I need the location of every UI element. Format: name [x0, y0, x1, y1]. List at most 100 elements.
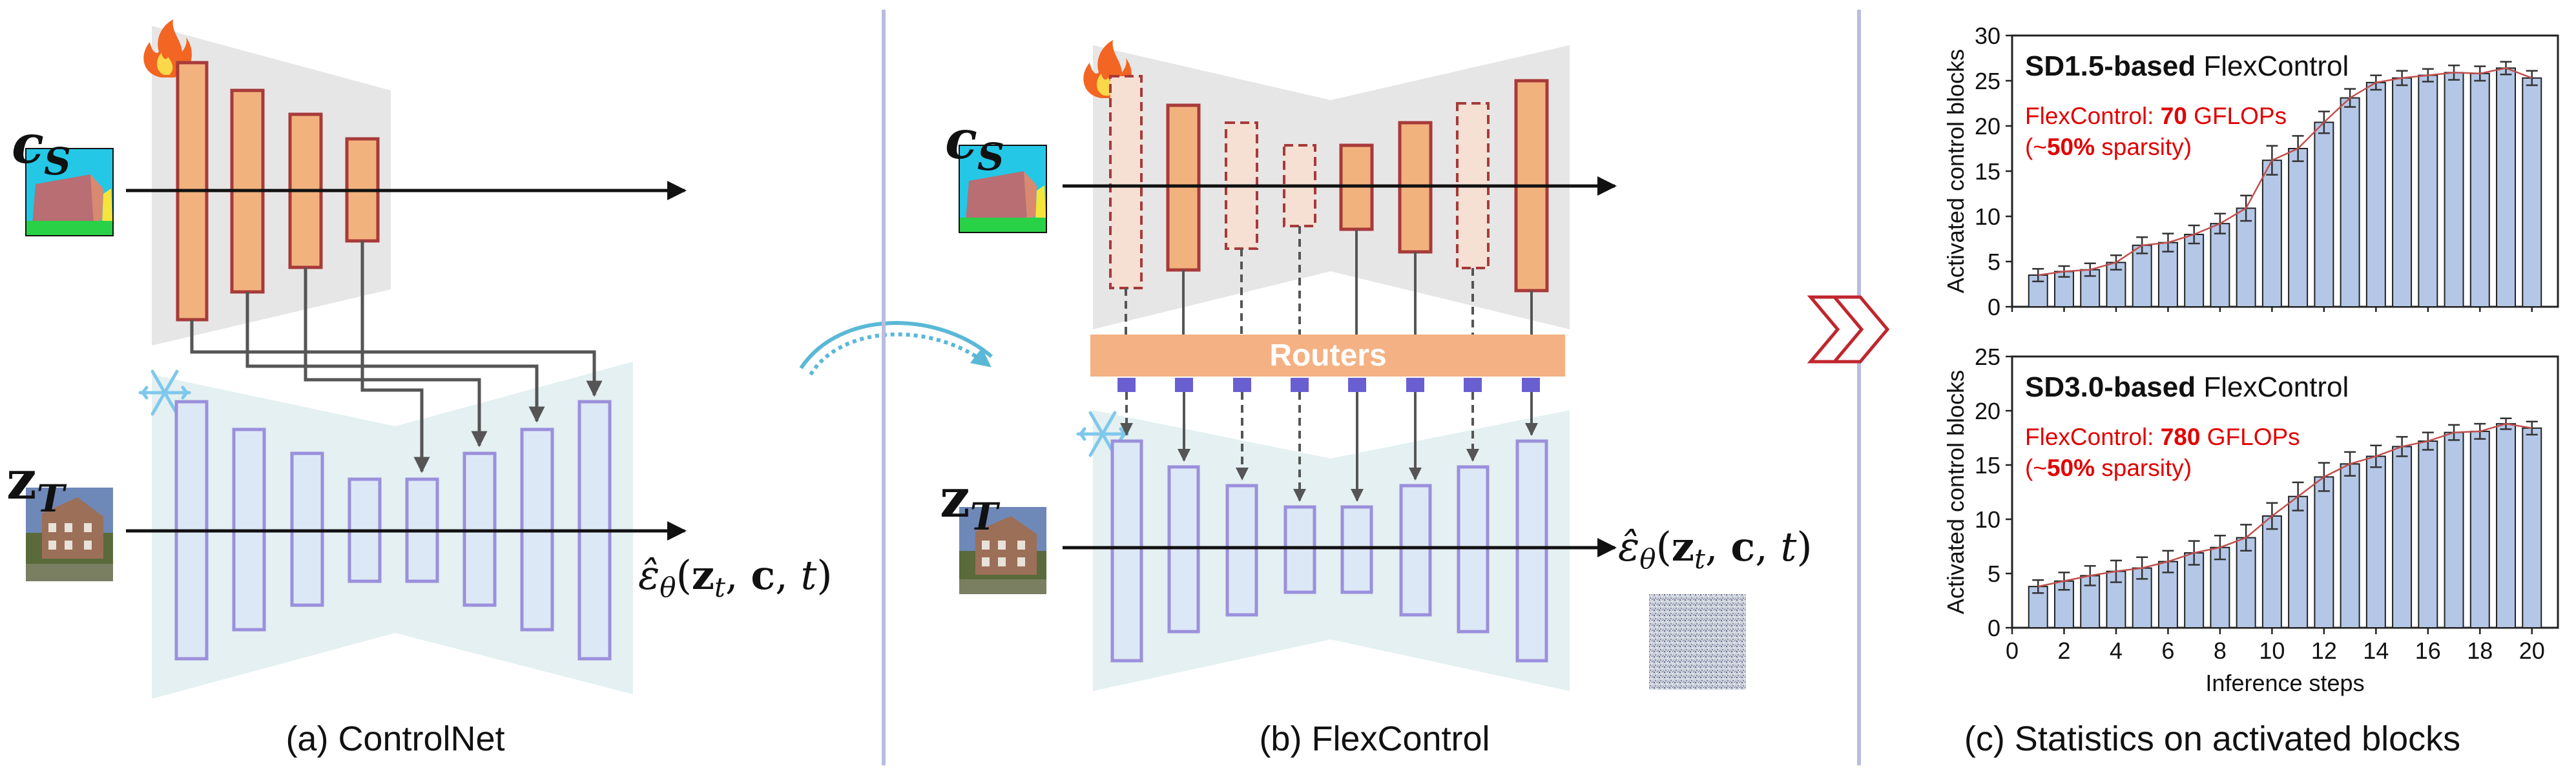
y-tick-label: 5 [1988, 561, 2000, 587]
chart-title: SD3.0-based FlexControl [2025, 371, 2349, 403]
bar [2418, 74, 2438, 307]
panel-b-condition-subscript: S [977, 135, 1004, 179]
x-tick-label: 2 [2057, 637, 2070, 664]
bar [2496, 67, 2517, 308]
flops-annotation-prefix: FlexControl: [2025, 103, 2161, 129]
panel-a-latent-image [26, 488, 113, 581]
chart-title-bold: SD3.0-based [2025, 371, 2196, 403]
y-axis-label: Activated control blocks [1942, 49, 1969, 293]
flops-annotation-prefix: FlexControl: [2025, 424, 2161, 450]
panel-a-caption: (a) ControlNet [286, 719, 504, 758]
panel-b-caption: (b) FlexControl [1259, 719, 1490, 758]
panel-b-frozen-block [1340, 505, 1373, 594]
flops-annotation: FlexControl: 780 GFLOPs [2025, 424, 2300, 450]
y-tick-label: 0 [1988, 294, 2000, 320]
panel-a-frozen-unet-encoder-region [152, 375, 395, 699]
panel-b-frozen-block [1283, 505, 1316, 594]
panel-a-trainable-encoder-region [152, 26, 391, 346]
bar [2469, 72, 2490, 308]
panel-c-caption: (c) Statistics on activated blocks [1964, 719, 2460, 758]
svg-text:zT: zT [940, 468, 1001, 539]
bar [2314, 476, 2334, 628]
y-tick-label: 10 [1975, 506, 2000, 533]
bar [2314, 121, 2334, 307]
bar [2496, 423, 2517, 628]
svg-text:cS: cS [12, 114, 71, 183]
bar [2210, 223, 2230, 308]
panel-b-noise-image [1649, 594, 1746, 690]
bar [2184, 234, 2205, 307]
svg-text:cS: cS [945, 109, 1004, 179]
x-tick-label: 4 [2110, 637, 2123, 664]
bar [2288, 148, 2309, 307]
router-ports [1117, 378, 1540, 392]
bar [2392, 77, 2413, 308]
chevrons-icon [1807, 295, 1890, 364]
flops-annotation-suffix: GFLOPs [2187, 103, 2287, 129]
chart-title-rest: FlexControl [2196, 371, 2349, 403]
chart-title-rest: FlexControl [2196, 50, 2349, 82]
bar [2444, 72, 2464, 308]
bar [2132, 244, 2152, 307]
chart-title: SD1.5-based FlexControl [2025, 50, 2349, 82]
y-tick-label: 0 [1988, 615, 2000, 641]
panel-b-condition-symbol: c [945, 109, 977, 171]
panel-b-router-to-unet-links [1120, 392, 1538, 502]
y-tick-label: 25 [1975, 344, 2000, 370]
bar [2261, 160, 2282, 307]
panel-a-condition-symbol: c [12, 114, 44, 176]
y-tick-label: 5 [1988, 249, 2000, 275]
flops-value: 70 [2161, 103, 2187, 129]
x-tick-label: 14 [2363, 637, 2389, 664]
trend-line [2037, 422, 2532, 588]
panel-b-latent-image [959, 507, 1046, 594]
x-tick-label: 12 [2311, 637, 2337, 664]
flops-annotation: FlexControl: 70 GFLOPs [2025, 103, 2287, 129]
bar [2365, 81, 2386, 308]
panel-b-latent-subscript: T [970, 495, 1001, 539]
bar [2522, 427, 2542, 628]
bar [2365, 455, 2386, 628]
y-axis-label: Activated control blocks [1942, 370, 1969, 614]
transition-arrow [799, 321, 993, 376]
bar [2340, 463, 2360, 628]
x-tick-label: 8 [2214, 637, 2227, 664]
x-tick-label: 6 [2161, 637, 2174, 664]
bar [2340, 97, 2360, 307]
flops-annotation-suffix: GFLOPs [2200, 424, 2300, 450]
panel-a-control-connections [190, 241, 603, 473]
panel-a-output-formula: ε̂θ(zt, c, t) [638, 552, 833, 603]
bar [2184, 552, 2205, 629]
sparsity-value: 50% [2047, 455, 2095, 481]
panel-b-frozen-block [1515, 439, 1548, 663]
y-tick-label: 10 [1975, 203, 2000, 230]
bar [2444, 431, 2464, 628]
panel-b-condition-image [959, 145, 1047, 233]
plot-area [2011, 355, 2559, 629]
x-tick-label: 0 [2006, 637, 2019, 664]
bar [2236, 537, 2256, 628]
x-axis-label: Inference steps [2205, 670, 2364, 696]
bar [2236, 207, 2256, 307]
panel-b-skipped-block [1109, 75, 1143, 289]
sparsity-annotation-suffix: sparsity) [2095, 134, 2192, 160]
x-tick-label: 10 [2259, 637, 2285, 664]
bar [2288, 495, 2309, 628]
panel-b-frozen-block [1225, 484, 1258, 617]
sparsity-annotation-prefix: (~ [2025, 455, 2047, 481]
sparsity-annotation: (~50% sparsity) [2025, 134, 2192, 160]
bar [2261, 515, 2282, 629]
panel-a-frozen-unet-decoder-region [395, 362, 633, 694]
panel-b-frozen-decoder-region [1331, 410, 1570, 691]
panel-a-snowflake-icon [138, 369, 191, 416]
x-tick-label: 18 [2467, 637, 2493, 664]
svg-text:zT: zT [6, 450, 67, 521]
panel-b-frozen-block [1399, 484, 1432, 617]
panel-a-latent-subscript: T [37, 477, 67, 521]
bar [2418, 440, 2438, 628]
y-tick-label: 15 [1975, 452, 2000, 479]
